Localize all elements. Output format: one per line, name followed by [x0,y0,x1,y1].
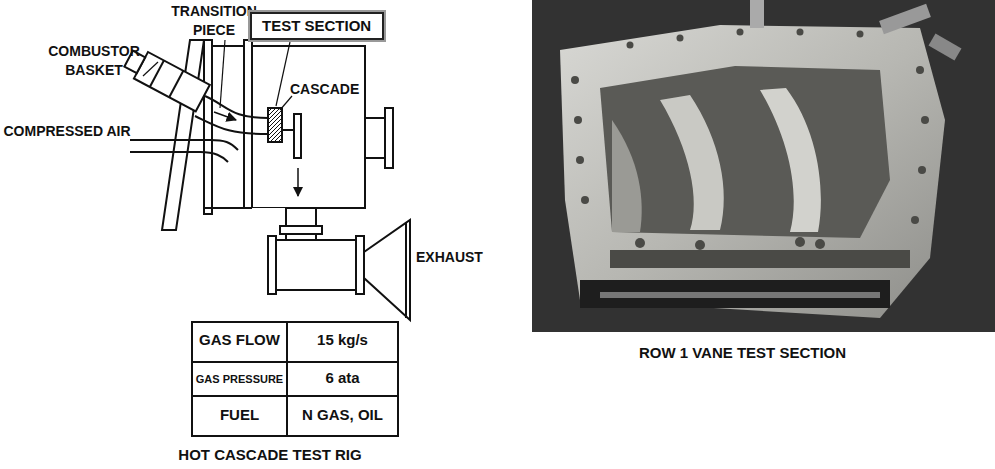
exhaust-cone [364,220,410,320]
part-label: COMPRESSED AIR [3,122,131,141]
table-cell: GAS FLOW [192,330,287,350]
part-label: TRANSITION PIECE [168,2,260,40]
table-grid [192,322,398,436]
node-text: TEST SECTION [262,17,372,35]
side-flange [385,108,393,168]
caption-text: HOT CASCADE TEST RIG [100,445,440,465]
part-label: COMBUSTOR BASKET [44,42,144,80]
side-pipe [365,118,385,158]
housing [210,46,365,208]
housing-flange [204,40,212,214]
table-cell: GAS PRESSURE [192,372,287,387]
vane-photo [532,0,995,332]
boxed-label: TEST SECTION [250,12,384,40]
housing-flange [244,40,252,214]
exhaust-riser [286,208,316,240]
table-cell: N GAS, OIL [287,405,398,425]
exhaust-pipe [272,240,362,290]
caption-text: ROW 1 VANE TEST SECTION [560,343,925,363]
table-cell: 6 ata [287,368,398,388]
table-cell: 15 kg/s [287,330,398,350]
rig-schematic [122,40,410,320]
leader-lines [143,40,292,110]
part-label: EXHAUST [416,248,506,267]
cascade-plate [294,114,301,158]
table-cell: FUEL [192,405,287,425]
cascade [268,108,282,142]
transition-piece [205,96,268,118]
part-label: CASCADE [290,80,370,99]
